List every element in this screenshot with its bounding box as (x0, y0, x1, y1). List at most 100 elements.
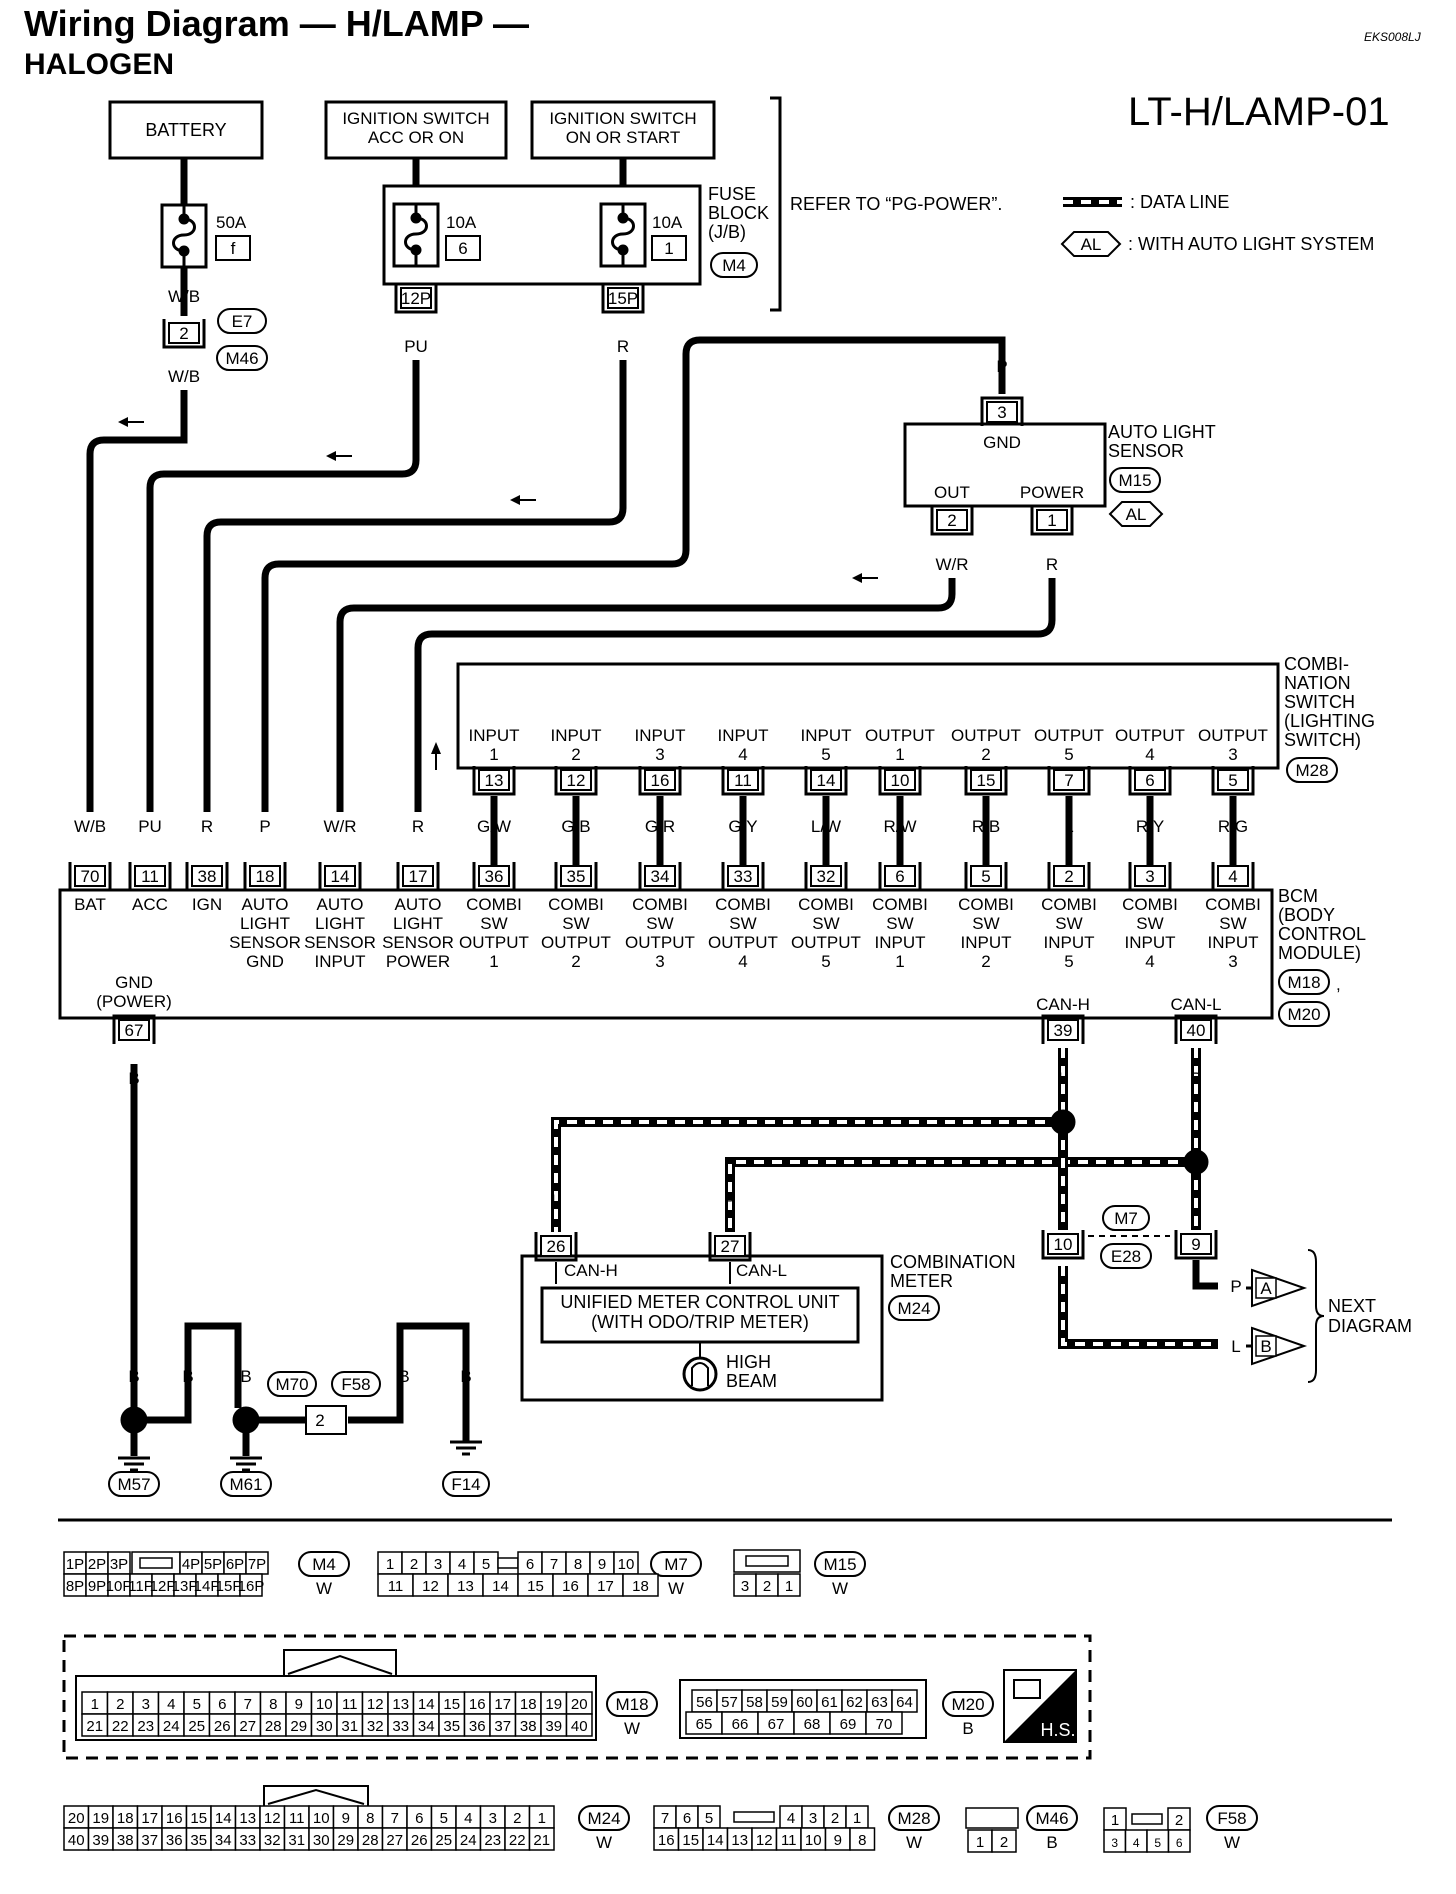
pin-number: 13 (485, 771, 504, 790)
next-diagram-label: NEXT (1328, 1296, 1376, 1316)
m24-latch (263, 1785, 369, 1806)
connector-pin-label: 19 (545, 1696, 562, 1713)
bcm-term-label: 1 (489, 952, 498, 971)
connector-outline (804, 862, 848, 892)
connector-pin-label: 12P (150, 1578, 177, 1595)
connector-pin-label: 62 (846, 1694, 863, 1711)
switch-term-label: OUTPUT (1034, 726, 1104, 745)
bcm-term-label: COMBI (632, 895, 688, 914)
wire-color: R/G (1218, 817, 1248, 836)
pin-number: 70 (81, 867, 100, 886)
switch-term-label: OUTPUT (1198, 726, 1268, 745)
m28-key (733, 1811, 775, 1823)
wire-color: G/W (477, 817, 511, 836)
wire-gnd-loop (134, 1322, 242, 1424)
bcm-term-label: OUTPUT (459, 933, 529, 952)
bcm-term-label: AUTO (317, 895, 364, 914)
pin-number: 15P (608, 289, 638, 308)
connector-m70 (267, 1371, 317, 1397)
connector-pin-label: 8 (269, 1696, 277, 1713)
connector-outline (1174, 1230, 1218, 1260)
connector-pin-label: 3P (110, 1556, 128, 1573)
connector-pin-label: 27 (239, 1718, 256, 1735)
fuse-element (611, 204, 635, 266)
pin-number: 26 (547, 1237, 566, 1256)
bcm-pin (1134, 865, 1166, 887)
bcm-term-label: COMBI (548, 895, 604, 914)
flow-arrow-head (118, 417, 128, 427)
bcm-term-label: OUTPUT (708, 933, 778, 952)
bcm-term-label: COMBI (1041, 895, 1097, 914)
connector-pin-label: 11 (781, 1832, 797, 1849)
connector-outline (1174, 1014, 1218, 1044)
bcm-term-label: INPUT (875, 933, 926, 952)
meter-pin-can-l (714, 1235, 746, 1257)
connector-outline (1041, 1014, 1085, 1044)
bcm-term-label: SW (886, 914, 913, 933)
fuse-id-box (445, 235, 481, 261)
fuse-id-box (651, 235, 687, 261)
connector-pin-label: 61 (821, 1694, 838, 1711)
hs-label: H.S. (1040, 1720, 1075, 1740)
page-title: Wiring Diagram — H/LAMP — (24, 3, 530, 44)
bcm-gnd-label: (POWER) (96, 992, 172, 1011)
connector-tag-label: F14 (451, 1475, 480, 1494)
connector-pin-label: 35 (443, 1718, 460, 1735)
bcm-term-label: 3 (655, 952, 664, 971)
connector-pin-label: 38 (117, 1832, 134, 1849)
connector-outline (980, 396, 1024, 426)
bcm-can-l-label: CAN-L (1170, 995, 1221, 1014)
connector-pin-label: 14P (194, 1578, 221, 1595)
wire-color-pu: PU (404, 337, 428, 356)
bcm-term-label: SW (1055, 914, 1082, 933)
pin-number: 12P (401, 289, 431, 308)
pin-15p (607, 287, 639, 309)
connector-pin-label: 11P (128, 1578, 154, 1595)
auto-light-sensor-title: AUTO LIGHT (1108, 422, 1216, 442)
pin-number: 10 (1054, 1235, 1073, 1254)
pin-number: 2 (179, 324, 188, 343)
connector-outline (638, 766, 682, 796)
connector-pin-label: 12 (367, 1696, 384, 1713)
bcm-term-label: SW (1219, 914, 1246, 933)
connector-pin-label: 63 (871, 1694, 888, 1711)
bcm-title: (BODY (1278, 905, 1335, 925)
connector-f58 (331, 1371, 381, 1397)
connector-m24-view-color: W (596, 1833, 612, 1852)
ground-tag-m61 (220, 1471, 272, 1497)
connector-tag-label: M24 (897, 1299, 930, 1318)
wire-color-l: L (1231, 1337, 1240, 1356)
tag-a: A (1260, 1279, 1272, 1298)
connector-m7-view-color: W (668, 1579, 684, 1598)
connector-pin-label: 36 (469, 1718, 486, 1735)
bcm-pin (134, 865, 166, 887)
connector-pin-label: 2 (1175, 1812, 1183, 1829)
wire-sensor-power (414, 578, 1056, 812)
connector-pin-label: 60 (796, 1694, 813, 1711)
connector-m18-view-tag (606, 1691, 658, 1717)
connector-outline (162, 319, 206, 349)
connector-pin-label: 12 (756, 1832, 773, 1849)
connector-pin-label: 18 (632, 1578, 649, 1595)
fuse-dot (178, 213, 190, 225)
refer-bracket (770, 96, 782, 312)
connector-tag-label: M61 (229, 1475, 262, 1494)
connector-pin-label: 4 (458, 1556, 466, 1573)
combination-switch-box (456, 662, 1280, 770)
connector-m18-view-color: W (624, 1719, 640, 1738)
al-tag-label: AL (1081, 235, 1102, 254)
pin-number: 17 (409, 867, 428, 886)
connector-pin-label: 1 (853, 1810, 861, 1827)
next-arrow-stem (1246, 1286, 1252, 1348)
pin-number: 32 (817, 867, 836, 886)
bcm-term-label: AUTO (242, 895, 289, 914)
m7-key (497, 1557, 519, 1569)
connector-m7-view-tag (650, 1551, 702, 1577)
connector-pin-label: 64 (896, 1694, 913, 1711)
combination-switch-title: (LIGHTING (1284, 711, 1375, 731)
bcm-pin (402, 865, 434, 887)
bcm-term-label: OUTPUT (625, 933, 695, 952)
connector-pin-label: 11 (289, 1810, 305, 1827)
switch-pin (1134, 769, 1166, 791)
pin-number: 3 (1145, 867, 1154, 886)
